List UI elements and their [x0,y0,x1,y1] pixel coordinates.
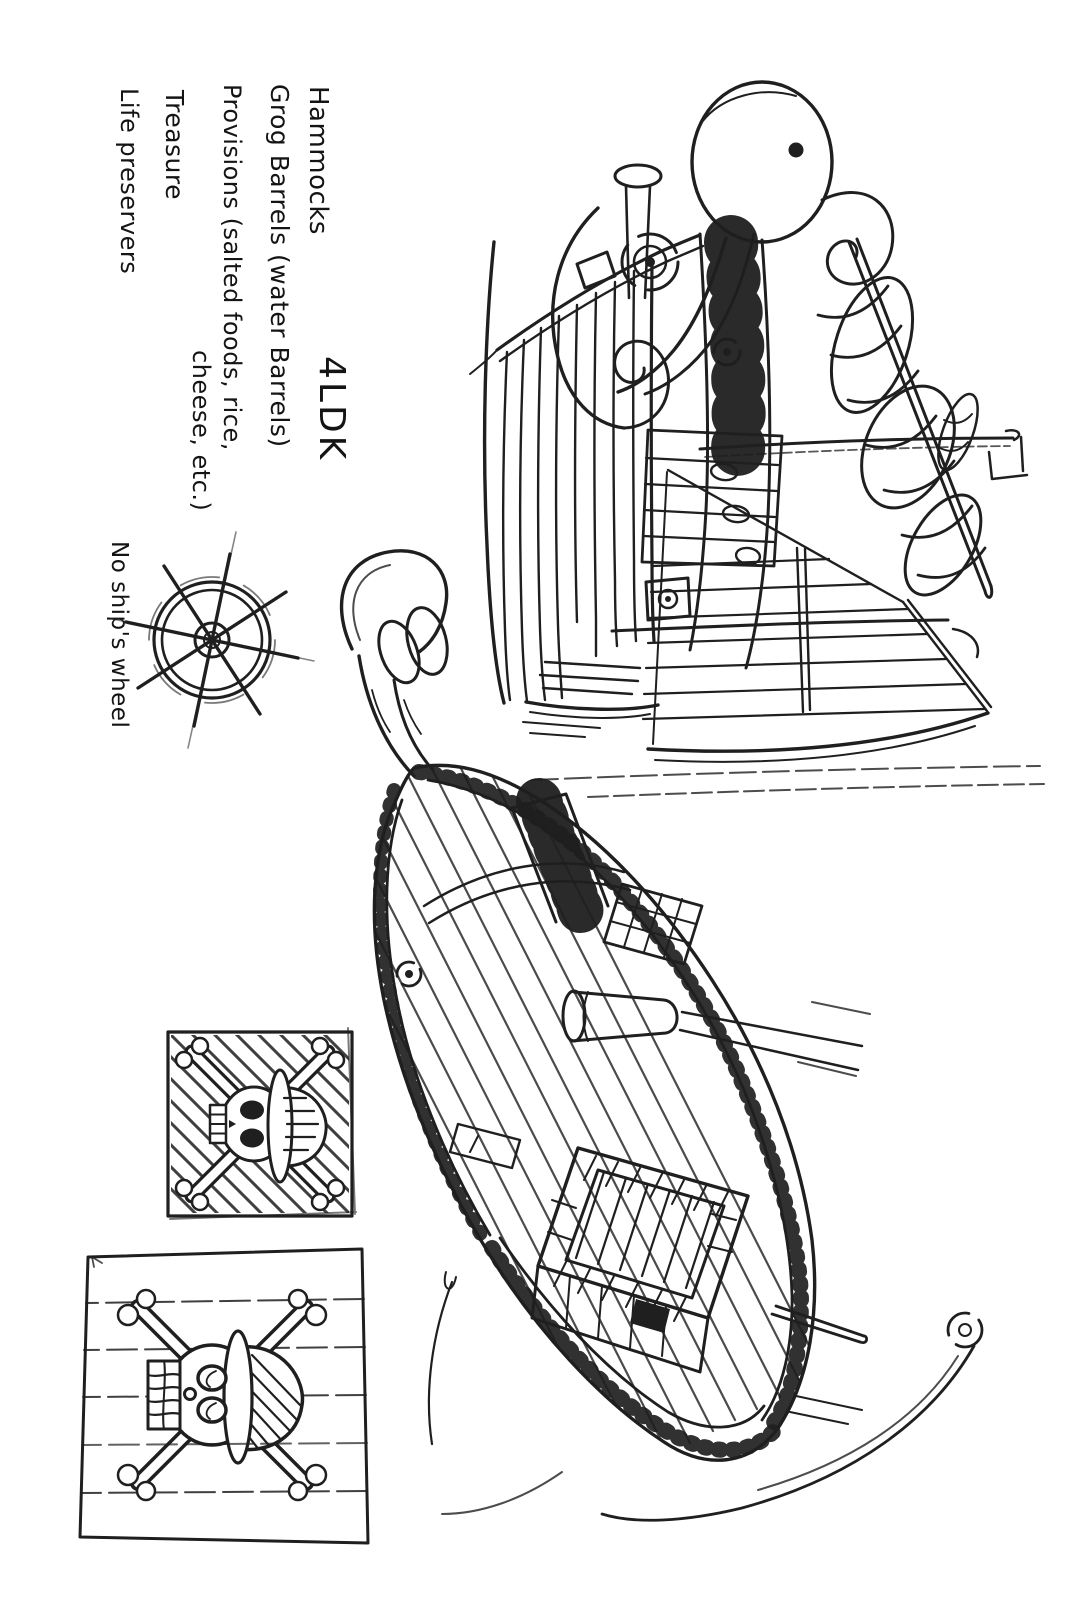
main-sail-sketch: main sail with jolly roger sketch [78,1247,370,1545]
jolly-roger-flag-sketch: jolly roger flag sketch [166,1027,357,1220]
deck-ship-sketch: ship deck perspective sketch [339,549,984,1522]
ships-wheel-sketch: ship's wheel sketch [107,531,315,749]
side-ship-sketch: ship side view sketch [469,80,1045,798]
